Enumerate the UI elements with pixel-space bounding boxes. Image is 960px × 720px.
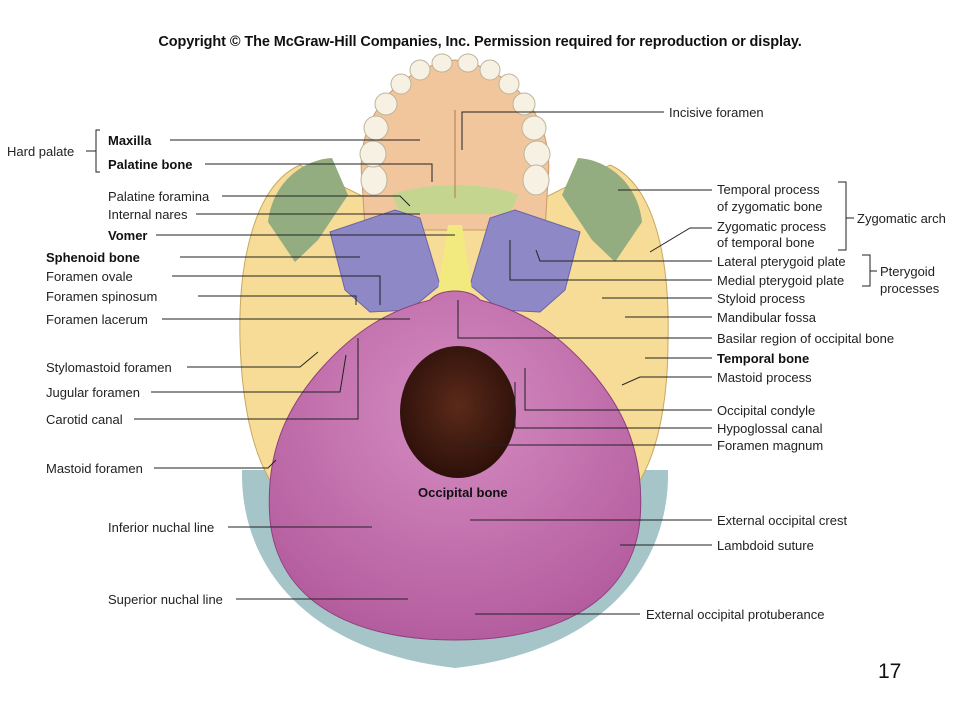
copyright-notice: Copyright © The McGraw-Hill Companies, I… (158, 34, 802, 50)
label-external-occipital-crest: External occipital crest (717, 513, 847, 528)
label-basilar-region: Basilar region of occipital bone (717, 331, 894, 346)
label-temporal-bone: Temporal bone (717, 351, 809, 366)
sphenoid-bone-right (469, 209, 581, 313)
label-mastoid-foramen: Mastoid foramen (46, 461, 143, 476)
label-temporal-process-line2: of zygomatic bone (717, 199, 823, 214)
label-internal-nares: Internal nares (108, 207, 188, 222)
label-zygomatic-arch: Zygomatic arch (857, 211, 946, 226)
skull-illustration (239, 53, 669, 668)
left-labels: Hard palate Maxilla Palatine bone Palati… (7, 133, 223, 607)
label-palatine-bone: Palatine bone (108, 157, 193, 172)
label-styloid-process: Styloid process (717, 291, 806, 306)
label-mastoid-process: Mastoid process (717, 370, 812, 385)
label-lambdoid-suture: Lambdoid suture (717, 538, 814, 553)
label-carotid-canal: Carotid canal (46, 412, 123, 427)
label-sphenoid-bone: Sphenoid bone (46, 250, 140, 265)
label-temporal-process-line1: Temporal process (717, 182, 820, 197)
label-superior-nuchal-line: Superior nuchal line (108, 592, 223, 607)
label-foramen-spinosum: Foramen spinosum (46, 289, 157, 304)
vomer-region (438, 225, 472, 300)
label-zygomatic-process-line1: Zygomatic process (717, 219, 827, 234)
label-palatine-foramina: Palatine foramina (108, 189, 210, 204)
label-pterygoid-line1: Pterygoid (880, 264, 935, 279)
label-foramen-ovale: Foramen ovale (46, 269, 133, 284)
label-inferior-nuchal-line: Inferior nuchal line (108, 520, 214, 535)
label-hard-palate: Hard palate (7, 144, 74, 159)
right-labels: Incisive foramen Temporal process of zyg… (646, 105, 946, 622)
foramen-magnum-opening (400, 346, 516, 478)
label-mandibular-fossa: Mandibular fossa (717, 310, 817, 325)
label-external-occipital-protuberance: External occipital protuberance (646, 607, 825, 622)
label-stylomastoid-foramen: Stylomastoid foramen (46, 360, 172, 375)
label-occipital-condyle: Occipital condyle (717, 403, 815, 418)
zygomatic-bone-right (562, 158, 642, 262)
leader-lines (86, 111, 877, 615)
zygomatic-bone-left (268, 158, 348, 262)
label-pterygoid-line2: processes (880, 281, 940, 296)
label-foramen-magnum: Foramen magnum (717, 438, 823, 453)
label-foramen-lacerum: Foramen lacerum (46, 312, 148, 327)
label-zygomatic-process-line2: of temporal bone (717, 235, 815, 250)
label-occipital-bone: Occipital bone (418, 485, 508, 500)
palatine-bone-region (392, 185, 518, 214)
label-lateral-pterygoid-plate: Lateral pterygoid plate (717, 254, 846, 269)
label-vomer: Vomer (108, 228, 148, 243)
label-hypoglossal-canal: Hypoglossal canal (717, 421, 823, 436)
upper-teeth (359, 53, 551, 196)
label-incisive-foramen: Incisive foramen (669, 105, 764, 120)
label-medial-pterygoid-plate: Medial pterygoid plate (717, 273, 844, 288)
label-jugular-foramen: Jugular foramen (46, 385, 140, 400)
slide-number: 17 (878, 660, 902, 683)
label-maxilla: Maxilla (108, 133, 152, 148)
